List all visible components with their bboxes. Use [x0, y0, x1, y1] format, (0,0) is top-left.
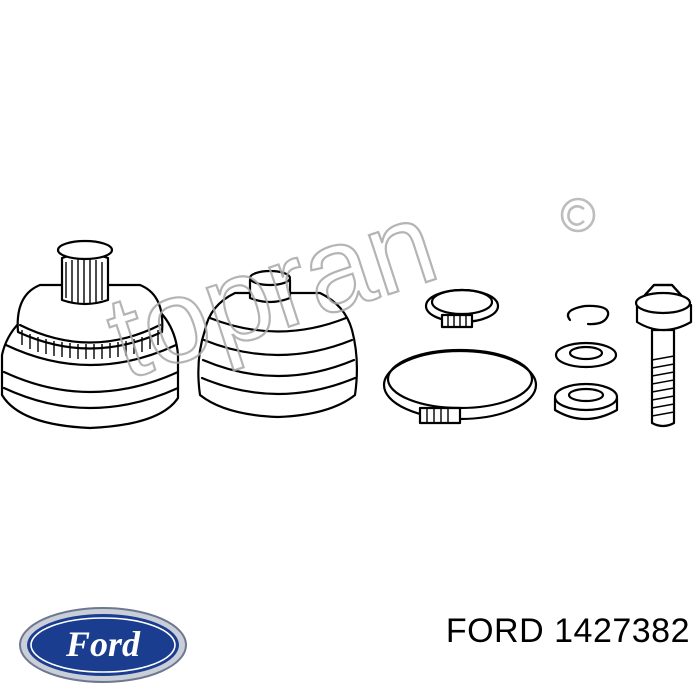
boot [197, 269, 358, 419]
small-clamp [424, 288, 500, 329]
circlip [566, 304, 610, 326]
ford-logo: Ford [19, 607, 187, 683]
bolt [634, 283, 693, 428]
part-number: 1427382 [554, 612, 690, 650]
ford-logo-text: Ford [65, 624, 141, 664]
washer [554, 341, 618, 369]
bushing [553, 382, 619, 420]
part-label: FORD 1427382 [446, 612, 690, 651]
part-maker: FORD [445, 612, 545, 650]
large-clamp [382, 348, 538, 425]
copyright-mark [560, 197, 596, 233]
cv-joint-housing [0, 239, 180, 430]
